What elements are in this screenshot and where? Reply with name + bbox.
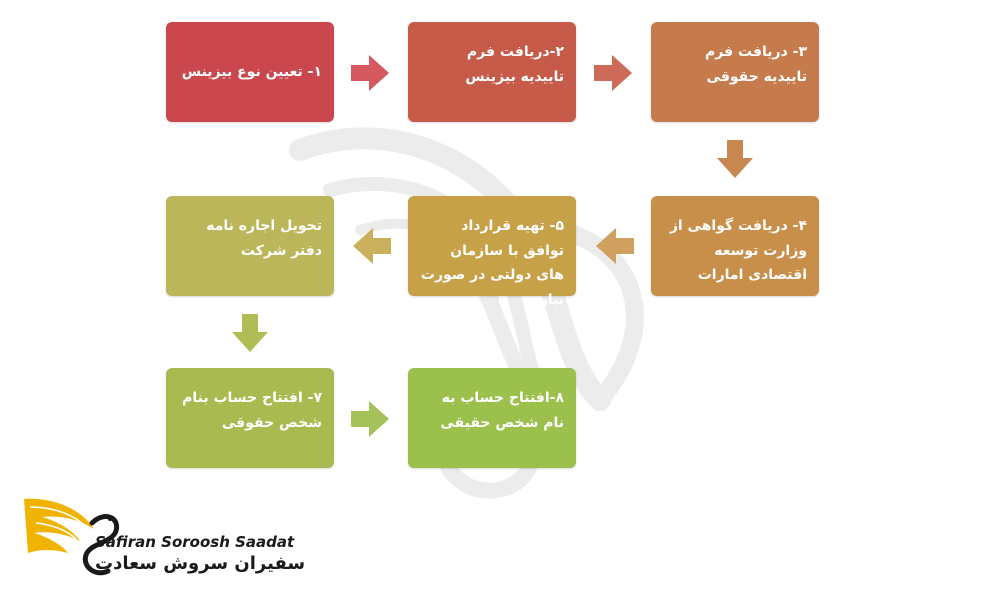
step-4-box: ۴- دریافت گواهی از وزارت توسعه اقتصادی ا… [651,196,819,296]
step-3-label: ۳- دریافت فرم تاییدیه حقوقی [705,44,807,85]
arrow-down-icon [232,314,268,352]
step-1-label: ۱- تعیین نوع بیزینس [181,64,322,80]
arrow-right-icon [351,55,389,91]
step-7-box: ۷- افتتاح حساب بنام شخص حقوقی [166,368,334,468]
step-4-label: ۴- دریافت گواهی از وزارت توسعه اقتصادی ا… [669,218,807,283]
step-8-label: ۸-افتتاح حساب به نام شخص حقیقی [440,390,564,431]
arrow-left-icon [596,228,634,264]
arrow-right-icon [351,401,389,437]
step-6-box: تحویل اجاره نامه دفتر شرکت [166,196,334,296]
step-7-label: ۷- افتتاح حساب بنام شخص حقوقی [182,390,322,431]
step-2-box: ۲-دریافت فرم تاییدیه بیزینس [408,22,576,122]
swan-icon [24,498,120,576]
step-1-box: ۱- تعیین نوع بیزینس [166,22,334,122]
step-8-box: ۸-افتتاح حساب به نام شخص حقیقی [408,368,576,468]
arrow-right-icon [594,55,632,91]
arrow-left-icon [353,228,391,264]
step-3-box: ۳- دریافت فرم تاییدیه حقوقی [651,22,819,122]
step-2-label: ۲-دریافت فرم تاییدیه بیزینس [465,44,564,85]
step-5-box: ۵- تهیه قرارداد توافق با سازمان های دولت… [408,196,576,308]
brand-name-fa: سفیران سروش سعادت [95,553,306,574]
step-5-label: ۵- تهیه قرارداد توافق با سازمان های دولت… [420,218,564,308]
arrow-down-icon [717,140,753,178]
brand-name-en: Safiran Soroosh Saadat [95,533,295,551]
step-6-label: تحویل اجاره نامه دفتر شرکت [206,218,322,259]
